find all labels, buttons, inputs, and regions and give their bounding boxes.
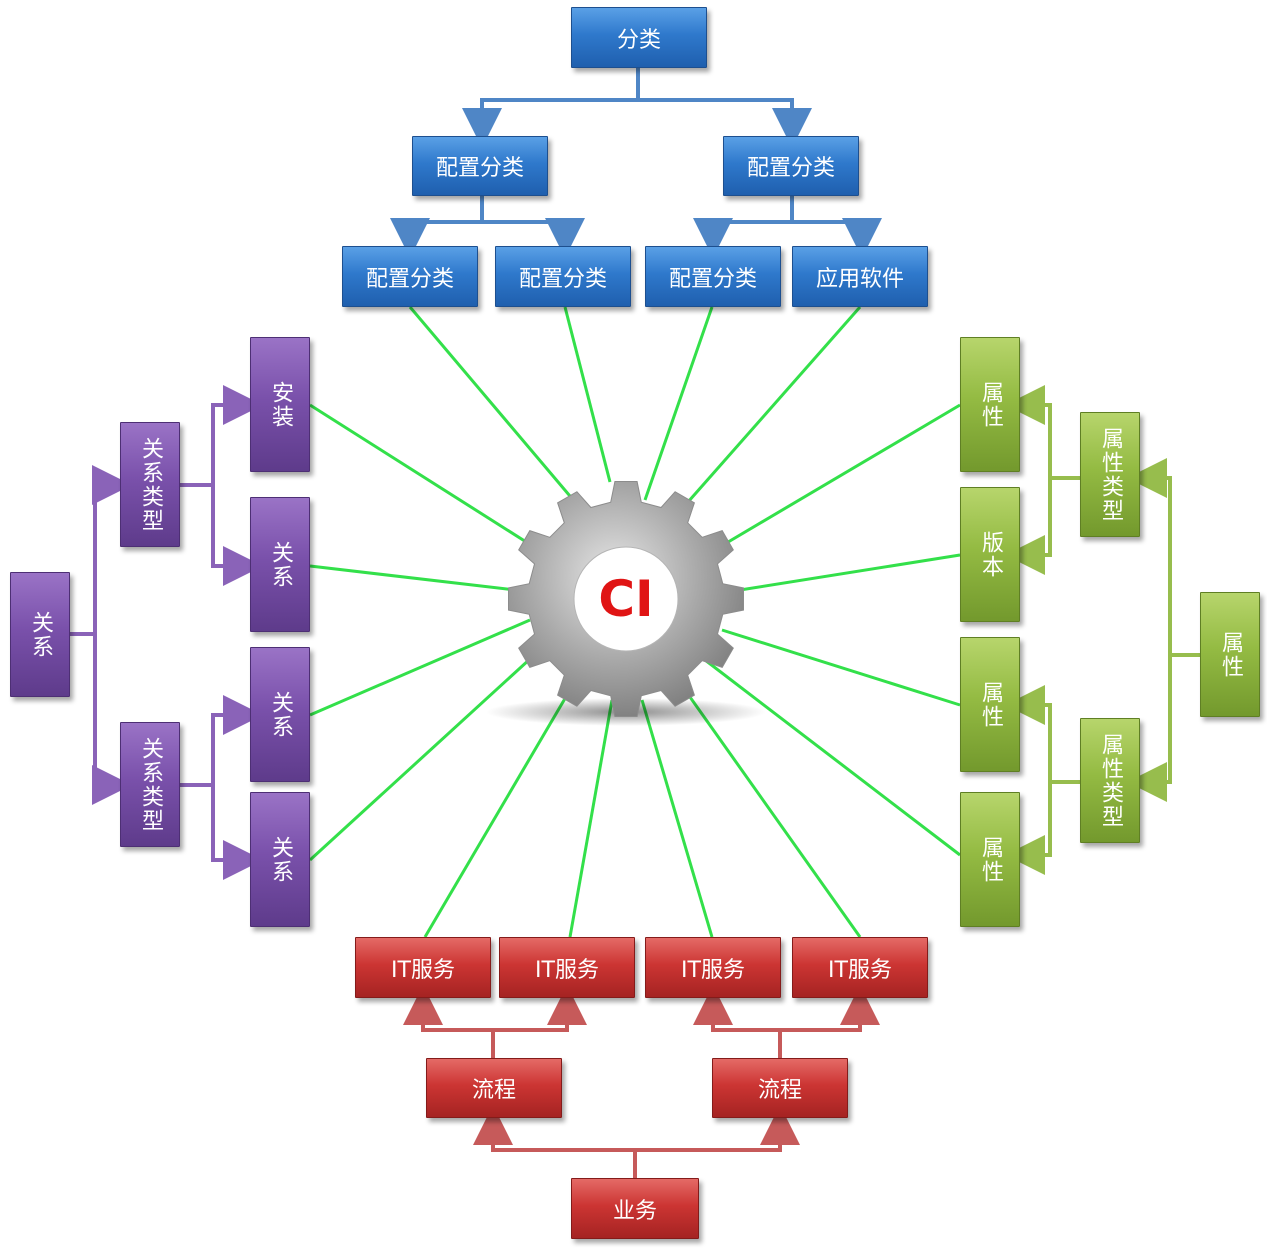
spoke-line [423, 689, 572, 938]
spoke-line [704, 658, 961, 857]
spoke-line [739, 553, 961, 592]
attribute-type-node[interactable]: 属性类型 [1080, 718, 1140, 843]
node-label: 属性 [978, 835, 1003, 884]
node-label: 关系类型 [138, 736, 163, 833]
relation-connectors [70, 385, 263, 880]
attribute-item-node[interactable]: 属性 [960, 337, 1020, 472]
relation-root-node[interactable]: 关系 [10, 572, 70, 697]
node-label: IT服务 [681, 957, 745, 983]
node-label: 配置分类 [435, 156, 524, 181]
business-service-node[interactable]: IT服务 [792, 937, 928, 998]
node-label: 流程 [471, 1078, 516, 1103]
relation-item-node[interactable]: 关系 [250, 792, 310, 927]
node-label: 业务 [612, 1198, 657, 1224]
spoke-line [643, 306, 714, 501]
node-label: 应用软件 [815, 266, 904, 292]
node-label: 属性类型 [1098, 732, 1123, 829]
node-label: 属性 [978, 680, 1003, 729]
spoke-line [640, 699, 714, 938]
node-label: 属性类型 [1098, 426, 1123, 523]
classification-level2-node[interactable]: 应用软件 [792, 246, 928, 307]
classification-level1-node[interactable]: 配置分类 [723, 136, 859, 196]
attribute-item-node[interactable]: 版本 [960, 487, 1020, 622]
spoke-line [686, 306, 862, 503]
classification-level2-node[interactable]: 配置分类 [342, 246, 478, 307]
node-label: 关系 [28, 610, 53, 659]
node-label: 关系 [268, 540, 293, 589]
attribute-item-node[interactable]: 属性 [960, 637, 1020, 772]
spoke-line [563, 306, 612, 483]
node-label: 属性 [1218, 630, 1243, 679]
relation-type-node[interactable]: 关系类型 [120, 722, 180, 847]
node-label: 关系类型 [138, 436, 163, 533]
spoke-line [309, 564, 516, 592]
spoke-lines [308, 306, 961, 938]
business-root-node[interactable]: 业务 [571, 1178, 699, 1239]
spoke-line [717, 403, 961, 550]
node-label: 配置分类 [668, 266, 757, 292]
classification-level2-node[interactable]: 配置分类 [495, 246, 631, 307]
node-label: 流程 [757, 1078, 802, 1103]
spoke-line [308, 646, 544, 862]
spoke-line [568, 699, 614, 938]
node-label: 配置分类 [746, 156, 835, 181]
node-label: 属性 [978, 380, 1003, 429]
node-label: 版本 [978, 530, 1003, 579]
attribute-type-node[interactable]: 属性类型 [1080, 412, 1140, 537]
gear-hub [573, 546, 679, 652]
node-label: IT服务 [391, 957, 455, 983]
business-service-node[interactable]: IT服务 [499, 937, 635, 998]
classification-connectors [390, 68, 882, 258]
relation-item-node[interactable]: 关系 [250, 647, 310, 782]
business-service-node[interactable]: IT服务 [355, 937, 491, 998]
node-label: 配置分类 [518, 266, 607, 292]
attribute-root-node[interactable]: 属性 [1200, 592, 1260, 717]
spoke-line [309, 618, 531, 717]
node-label: 关系 [268, 835, 293, 884]
relation-item-node[interactable]: 安装 [250, 337, 310, 472]
business-process-node[interactable]: 流程 [712, 1058, 848, 1118]
relation-type-node[interactable]: 关系类型 [120, 422, 180, 547]
ci-center-label: CI [598, 570, 654, 628]
node-label: 关系 [268, 690, 293, 739]
classification-level2-node[interactable]: 配置分类 [645, 246, 781, 307]
business-process-node[interactable]: 流程 [426, 1058, 562, 1118]
relation-item-node[interactable]: 关系 [250, 497, 310, 632]
spoke-line [408, 306, 577, 503]
node-label: 分类 [616, 27, 661, 53]
classification-level1-node[interactable]: 配置分类 [412, 136, 548, 196]
business-connectors [403, 985, 880, 1178]
classification-root-node[interactable]: 分类 [571, 7, 707, 68]
node-label: IT服务 [535, 957, 599, 983]
attribute-item-node[interactable]: 属性 [960, 792, 1020, 927]
node-label: 配置分类 [365, 266, 454, 292]
business-service-node[interactable]: IT服务 [645, 937, 781, 998]
spoke-line [309, 403, 543, 554]
attribute-connectors [1005, 385, 1200, 875]
node-label: IT服务 [828, 957, 892, 983]
spoke-line [683, 689, 862, 938]
node-label: 安装 [268, 380, 293, 429]
spoke-line [721, 628, 961, 707]
